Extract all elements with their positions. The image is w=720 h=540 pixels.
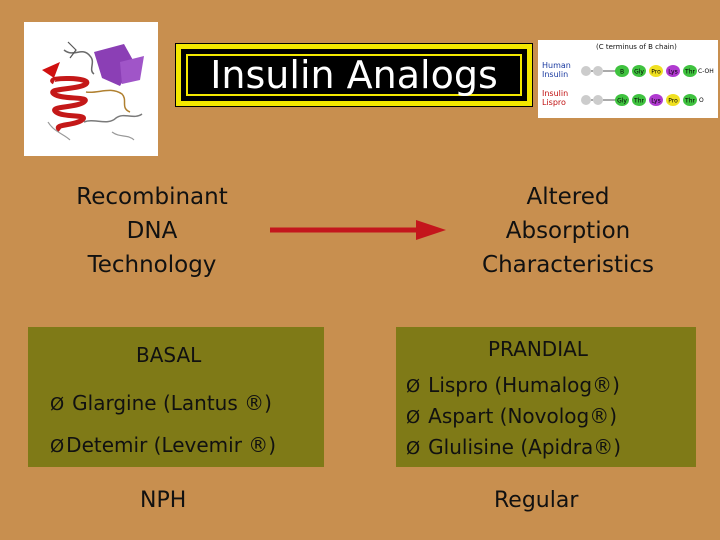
basal-item-label: Glargine (Lantus ®) [72,391,272,415]
slide-title: Insulin Analogs [210,53,498,97]
arrowhead-bullet-icon: Ø [50,436,65,457]
row1-cell-2: Gly [634,69,644,76]
row2-cell-3: Lys [651,98,660,105]
prandial-panel: PRANDIAL Ø Lispro (Humalog®) Ø Aspart (Nov… [396,327,696,467]
prandial-item: Ø Aspart (Novolog®) [406,404,617,428]
row2-cell-5: Thr [684,98,695,105]
row1-end: C-OH [698,68,714,75]
right-heading-line-1: Altered [526,184,610,210]
right-heading-line-2: Absorption [505,218,631,244]
row2-name1: Insulin [542,89,568,98]
row1-cell-3: Pro [651,69,661,76]
basal-item-label: Detemir (Levemir ®) [66,433,277,457]
left-heading: Recombinant DNA Technology [52,180,252,282]
basal-label: BASAL [136,343,202,367]
diagram-caption: (C terminus of B chain) [596,43,677,51]
prandial-item-label: Lispro (Humalog®) [428,373,620,397]
prandial-item-label: Aspart (Novolog®) [428,404,618,428]
basal-item: Ø Glargine (Lantus ®) [50,391,272,415]
right-heading: Altered Absorption Characteristics [452,180,684,282]
arrowhead-bullet-icon: Ø [406,407,421,428]
left-heading-line-1: Recombinant [76,184,228,210]
footer-left: NPH [140,488,187,513]
prandial-item: Ø Lispro (Humalog®) [406,373,620,397]
right-arrow-icon [270,218,450,242]
prandial-item-label: Glulisine (Apidra®) [428,435,622,459]
prandial-item: Ø Glulisine (Apidra®) [406,435,621,459]
row2-name2: Lispro [542,98,566,107]
prandial-label: PRANDIAL [488,337,588,361]
protein-structure-image [24,22,158,156]
row1-cell-4: Lys [668,69,677,76]
row2-end: O [699,97,704,104]
arrowhead-bullet-icon: Ø [406,376,421,397]
row1-name1: Human [542,61,571,70]
row2-cell-1: Gly [617,98,627,105]
row1-cell-1: B [620,69,624,76]
sequence-diagram: (C terminus of B chain) Human Insulin In… [538,40,718,118]
left-heading-line-2: DNA [126,218,178,244]
arrowhead-bullet-icon: Ø [406,438,421,459]
title-box: Insulin Analogs [175,43,533,107]
row1-cell-5: Thr [684,69,695,76]
row2-cell-4: Pro [668,98,678,105]
row1-name2: Insulin [542,70,568,79]
row2-cell-2: Thr [633,98,644,105]
footer-right: Regular [494,488,579,513]
right-heading-line-3: Characteristics [482,252,654,278]
left-heading-line-3: Technology [87,252,217,278]
arrowhead-bullet-icon: Ø [50,394,65,415]
title-inner-border [186,54,522,96]
